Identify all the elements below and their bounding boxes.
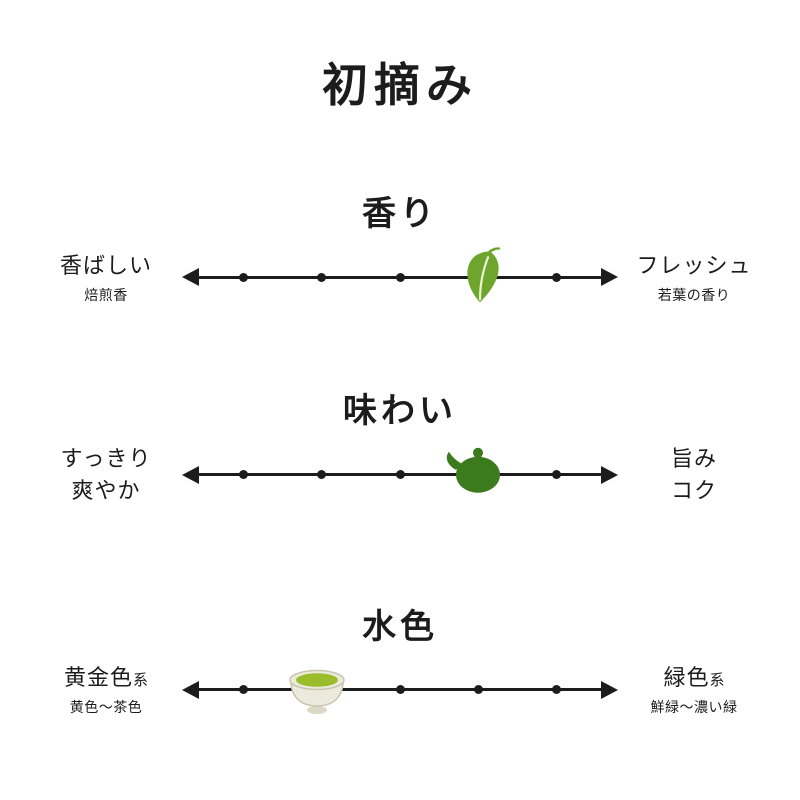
axis-dot bbox=[317, 470, 327, 480]
liquor-right-main: 緑色系 bbox=[618, 662, 770, 694]
aroma-right-main: フレッシュ bbox=[636, 252, 752, 278]
right-arrowhead-icon bbox=[601, 680, 618, 699]
taste-left-main2: 爽やか bbox=[71, 477, 141, 503]
liquor-left-main: 黄金色系 bbox=[30, 662, 182, 694]
axis-dot bbox=[317, 272, 327, 282]
liquor-right-suffix: 系 bbox=[709, 672, 725, 690]
axis-dot bbox=[395, 470, 405, 480]
left-arrowhead-icon bbox=[182, 268, 199, 287]
liquor-left-main-text: 黄金色 bbox=[63, 665, 133, 691]
right-arrowhead-icon bbox=[601, 465, 618, 484]
aroma-axis bbox=[182, 241, 618, 313]
axis-dot bbox=[552, 470, 562, 480]
taste-left-main: すっきり bbox=[60, 445, 152, 471]
axis-dot bbox=[395, 685, 405, 695]
taste-left-label: すっきり 爽やか bbox=[30, 443, 182, 507]
teacup-icon bbox=[283, 663, 351, 717]
aroma-right-sub: 若葉の香り bbox=[657, 286, 731, 303]
taste-section: 味わい すっきり 爽やか bbox=[30, 390, 770, 510]
axis-dot bbox=[552, 272, 562, 282]
taste-right-label: 旨み コク bbox=[618, 443, 770, 507]
right-arrowhead-icon bbox=[601, 268, 618, 287]
liquor-color-axis bbox=[182, 654, 618, 726]
liquor-left-suffix: 系 bbox=[133, 672, 149, 690]
tea-leaf-icon bbox=[461, 247, 505, 304]
taste-axis bbox=[182, 439, 618, 511]
liquor-left-label: 黄金色系 黄色〜茶色 bbox=[30, 662, 182, 717]
aroma-header: 香り bbox=[362, 196, 438, 234]
page-title: 初摘み bbox=[322, 60, 478, 111]
teapot-icon bbox=[442, 443, 506, 495]
aroma-section: 香り 香ばしい 焙煎香 bbox=[30, 193, 770, 313]
taste-right-main: 旨み bbox=[670, 445, 717, 471]
liquor-right-main-text: 緑色 bbox=[663, 665, 710, 691]
liquor-right-label: 緑色系 鮮緑〜濃い緑 bbox=[618, 662, 770, 717]
axis-dot bbox=[238, 470, 248, 480]
aroma-scale-row: 香ばしい 焙煎香 bbox=[30, 241, 770, 313]
aroma-right-label: フレッシュ 若葉の香り bbox=[618, 250, 770, 305]
axis-dot bbox=[238, 685, 248, 695]
aroma-left-sub: 焙煎香 bbox=[84, 286, 128, 303]
aroma-left-label: 香ばしい 焙煎香 bbox=[30, 250, 182, 305]
axis-dot bbox=[473, 685, 483, 695]
liquor-color-header: 水色 bbox=[362, 608, 438, 646]
axis-dot bbox=[552, 685, 562, 695]
left-arrowhead-icon bbox=[182, 680, 199, 699]
liquor-color-scale-row: 黄金色系 黄色〜茶色 bbox=[30, 654, 770, 726]
taste-header: 味わい bbox=[343, 393, 457, 431]
left-arrowhead-icon bbox=[182, 465, 199, 484]
taste-scale-row: すっきり 爽やか bbox=[30, 439, 770, 511]
aroma-left-main: 香ばしい bbox=[59, 252, 152, 278]
liquor-color-section: 水色 黄金色系 黄色〜茶色 bbox=[30, 606, 770, 726]
liquor-right-sub: 鮮緑〜濃い緑 bbox=[650, 699, 738, 716]
axis-dot bbox=[395, 272, 405, 282]
axis-dot bbox=[238, 272, 248, 282]
liquor-left-sub: 黄色〜茶色 bbox=[69, 699, 143, 716]
taste-right-main2: コク bbox=[670, 477, 717, 503]
